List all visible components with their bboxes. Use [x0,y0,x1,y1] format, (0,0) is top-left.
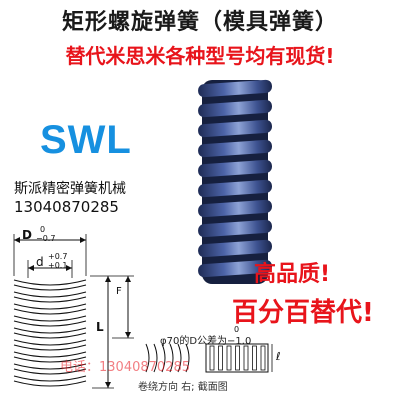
phone-number: 13040870285 [14,198,119,216]
inner-diameter-label: d [36,255,44,269]
inner-tol-upper: +0.7 [48,252,68,261]
diagram-caption: 卷绕方向 右; 截面图 [138,382,228,393]
outer-tol-lower: −0.7 [36,234,56,243]
subtitle-banner: 替代米思米各种型号均有现货! [65,44,335,68]
spring-side-drawing [145,343,190,373]
deflection-label: F [116,286,122,297]
length-label: L [96,320,104,334]
spring-section-drawing [205,343,273,373]
inner-tol-lower: +0.1 [48,261,68,270]
watermark-phone: 电话：13040870285 [60,360,190,375]
company-name: 斯派精密弹簧机械 [14,181,126,197]
outer-tol-upper: 0 [40,225,46,234]
tolerance-note: φ70的D公差为−1.0 [160,336,252,347]
quality-slogan: 高品质! [254,262,331,287]
tolerance-note-upper: 0 [234,325,240,334]
model-code: SWL [40,118,132,162]
replacement-slogan: 百分百替代! [232,298,374,328]
section-width-label: ℓ [276,350,281,363]
outer-diameter-label: D [22,228,32,242]
page-title: 矩形螺旋弹簧（模具弹簧） [61,10,338,35]
spring-product-image [198,79,272,284]
spring-dimension-drawing [13,234,134,389]
